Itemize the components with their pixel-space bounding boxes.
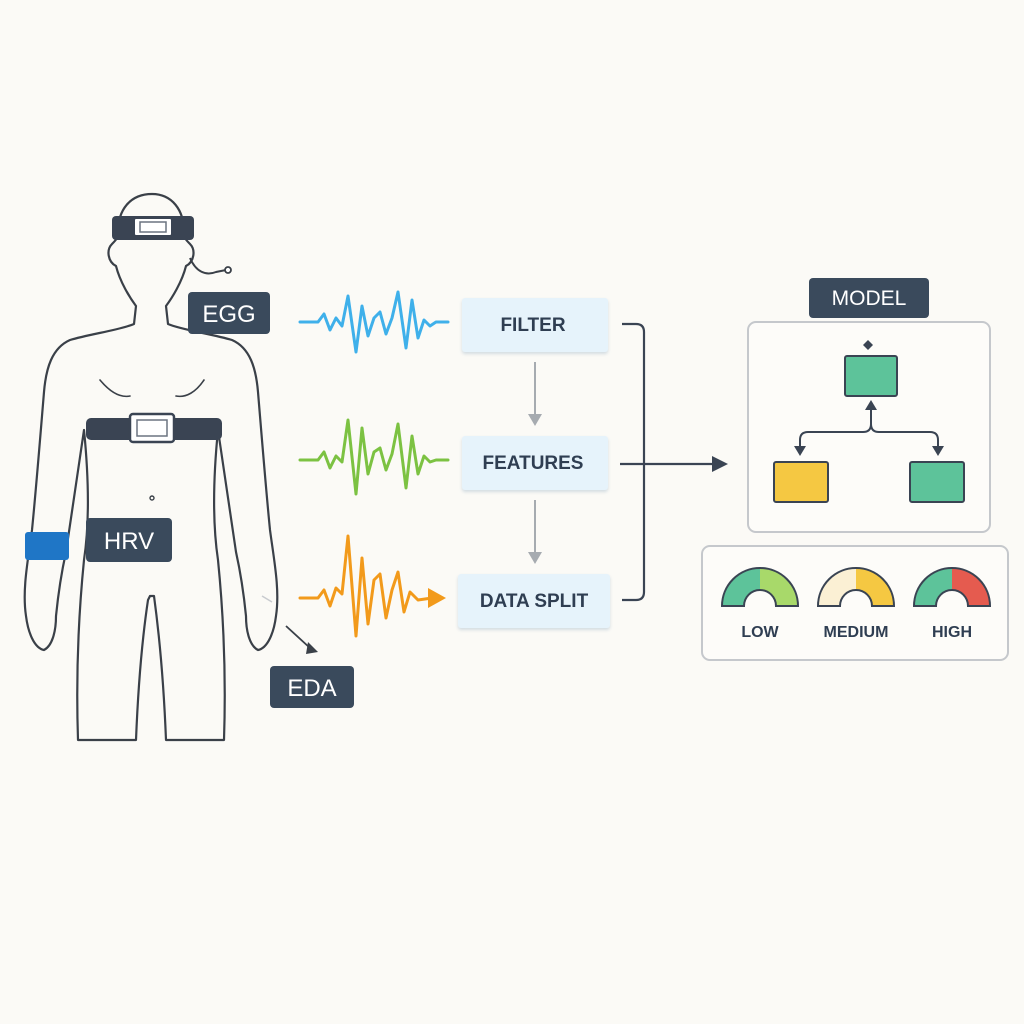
hrv-waveform	[298, 418, 450, 496]
features-step: FEATURES	[462, 436, 608, 490]
to-model-arrowhead	[712, 456, 728, 472]
levels-panel	[701, 545, 1009, 661]
high-gauge: HIGH	[912, 567, 992, 641]
medium-gauge: MEDIUM	[816, 567, 896, 641]
eda-cable-lead	[285, 625, 311, 649]
low-gauge: LOW	[720, 567, 800, 641]
eda-cable	[261, 595, 273, 603]
headband-cable	[189, 257, 227, 275]
root-node	[844, 355, 898, 397]
filter-to-features-arrow	[528, 362, 542, 426]
root-input-marker	[863, 340, 873, 350]
svg-text:DATA SPLIT: DATA SPLIT	[480, 591, 589, 612]
svg-text:EGG: EGG	[202, 301, 255, 328]
pipeline-bracket	[622, 322, 646, 602]
filter-step: FILTER	[462, 298, 608, 352]
right-leaf-node	[909, 461, 965, 503]
wrist-band-sensor	[25, 532, 69, 560]
eeg-label: EGG	[188, 292, 270, 334]
svg-text:FILTER: FILTER	[500, 315, 565, 336]
model-title: MODEL	[809, 278, 929, 318]
svg-text:MODEL: MODEL	[832, 287, 907, 310]
left-leaf-node	[773, 461, 829, 503]
body-outline	[23, 192, 279, 742]
headband-electrode	[224, 266, 232, 274]
hrv-label: HRV	[86, 518, 172, 562]
eda-waveform	[298, 534, 434, 638]
svg-text:HRV: HRV	[104, 528, 154, 555]
torso-detail	[99, 379, 131, 398]
eda-electrode-icon	[306, 642, 318, 654]
svg-text:MEDIUM: MEDIUM	[824, 624, 889, 641]
eda-label: EDA	[270, 666, 354, 708]
torso-detail-right	[175, 379, 205, 398]
svg-text:FEATURES: FEATURES	[483, 453, 584, 474]
human-figure	[23, 192, 279, 742]
decision-tree	[773, 340, 965, 503]
navel	[149, 495, 155, 501]
eeg-waveform	[298, 290, 450, 354]
svg-text:EDA: EDA	[287, 675, 336, 702]
chest-strap-sensor	[86, 412, 222, 444]
headband-sensor	[112, 216, 194, 240]
svg-text:HIGH: HIGH	[932, 624, 972, 641]
data-split-step: DATA SPLIT	[458, 574, 610, 628]
features-to-split-arrow	[528, 500, 542, 564]
eda-arrowhead	[428, 588, 446, 608]
svg-text:LOW: LOW	[741, 624, 779, 641]
